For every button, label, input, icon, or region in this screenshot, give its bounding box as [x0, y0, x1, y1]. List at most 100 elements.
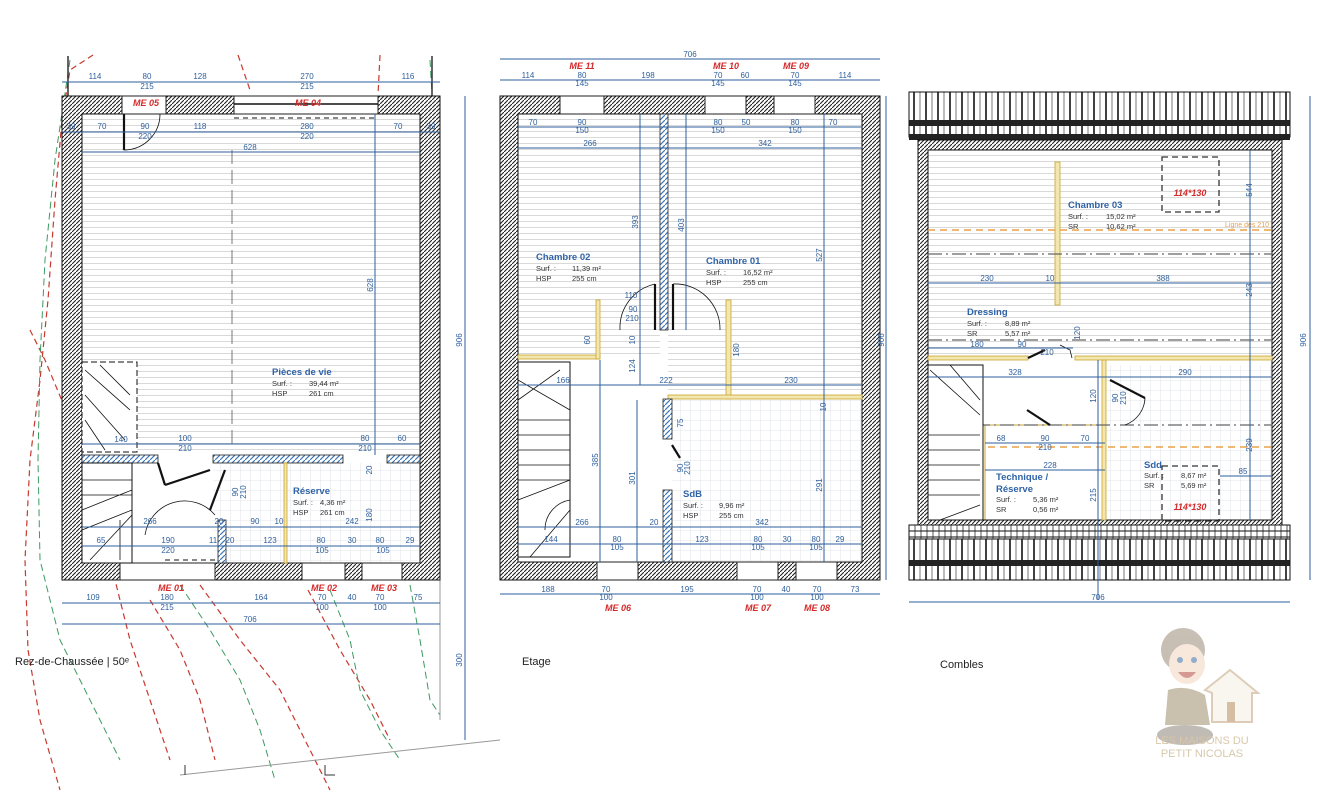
- dimension-label: 20: [365, 465, 374, 474]
- roof-band-bottom: [908, 524, 1291, 540]
- dimension-label: 100: [599, 593, 613, 602]
- dimension-label: 11: [209, 536, 218, 545]
- dimension-label: 145: [711, 79, 725, 88]
- dimension-label: 220: [161, 546, 175, 555]
- dimension-label: 210: [1119, 391, 1128, 405]
- dimension-label: 105: [315, 546, 329, 555]
- dimension-label: 210: [683, 461, 692, 475]
- plan-title-rdc: Rez-de-Chaussée | 50ᵉ: [15, 656, 129, 668]
- dimension-label: 280: [300, 122, 314, 131]
- svg-text:5,69 m²: 5,69 m²: [1181, 481, 1207, 490]
- dimension-label: 30: [783, 535, 792, 544]
- dimension-label: 70: [394, 122, 403, 131]
- plan-combles: 114*130 114*130 Ligne des 210 Chambre 03…: [908, 91, 1311, 671]
- dimension-label: 164: [254, 593, 268, 602]
- svg-text:Surf. :: Surf. :: [996, 495, 1016, 504]
- svg-text:15,02 m²: 15,02 m²: [1106, 212, 1136, 221]
- svg-text:16,52 m²: 16,52 m²: [743, 268, 773, 277]
- dimension-label: 90: [676, 463, 685, 472]
- dimension-label: 291: [815, 478, 824, 492]
- window-label: ME 11: [569, 61, 594, 71]
- window-label: ME 03: [371, 583, 397, 593]
- svg-text:Surf. :: Surf. :: [536, 264, 556, 273]
- dimension-label: 128: [193, 72, 207, 81]
- dimension-label: 70: [791, 71, 800, 80]
- ligne-210-label: Ligne des 210: [1225, 222, 1269, 229]
- svg-text:Chambre 02: Chambre 02: [536, 252, 590, 263]
- dimension-label: 110: [625, 291, 638, 300]
- dimension-label: 301: [628, 471, 637, 485]
- dimension-label: 80: [791, 118, 800, 127]
- dimension-label: 39: [67, 122, 76, 131]
- dimension-label: 145: [788, 79, 802, 88]
- svg-text:Chambre 01: Chambre 01: [706, 256, 761, 267]
- interior-wall: [659, 113, 669, 331]
- svg-text:Surf. :: Surf. :: [683, 501, 703, 510]
- dimension-label: 80: [714, 118, 723, 127]
- svg-text:Surf. :: Surf. :: [967, 319, 987, 328]
- dimension-label: 198: [641, 71, 655, 80]
- dimension-label: 100: [178, 434, 192, 443]
- dimension-label: 60: [741, 71, 750, 80]
- dimension-label: 109: [86, 593, 100, 602]
- dimension-label: 220: [300, 132, 314, 141]
- svg-text:Surf. :: Surf. :: [293, 498, 313, 507]
- dimension-label: 70: [753, 585, 762, 594]
- svg-text:11,39 m²: 11,39 m²: [572, 264, 602, 273]
- dimension-label: 243: [1245, 283, 1254, 297]
- dimension-label: 210: [239, 485, 248, 499]
- roof-band-top: [908, 91, 1291, 138]
- window-me02: [301, 562, 346, 581]
- dimension-label: 385: [591, 453, 600, 467]
- dimension-label: 30: [348, 536, 357, 545]
- dimension-label: 114: [839, 71, 852, 80]
- dimension-label: 100: [315, 603, 329, 612]
- dimension-label: 90: [629, 305, 638, 314]
- plan-title-combles: Combles: [940, 659, 984, 671]
- dimension-label: 105: [751, 543, 765, 552]
- dimension-label: 100: [810, 593, 824, 602]
- window-label: ME 07: [745, 603, 772, 613]
- terrain-lines: [24, 54, 501, 791]
- interior-wall: [386, 454, 421, 464]
- dimension-label: 239: [1245, 438, 1254, 452]
- dimension-label: 114: [89, 72, 102, 81]
- staircase: [81, 361, 138, 564]
- dimension-label: 60: [583, 335, 592, 344]
- svg-text:255 cm: 255 cm: [743, 278, 768, 287]
- dimension-label: 100: [373, 603, 387, 612]
- dimension-label: 80: [613, 535, 622, 544]
- dimension-label: 90: [1041, 434, 1050, 443]
- dimension-label: 70: [318, 593, 327, 602]
- dimension-label: 90: [231, 487, 240, 496]
- dimension-label: 706: [1091, 593, 1105, 602]
- dimension-label: 105: [809, 543, 823, 552]
- svg-text:8,67 m²: 8,67 m²: [1181, 471, 1207, 480]
- svg-text:5,57 m²: 5,57 m²: [1005, 329, 1031, 338]
- dimension-label: 270: [300, 72, 314, 81]
- dimension-label: 188: [541, 585, 555, 594]
- plan-etage: ME 11 ME 10 ME 09 ME 06 ME 07 ME 08 Cham…: [499, 58, 887, 668]
- dimension-label: 328: [1008, 368, 1022, 377]
- dimension-label: 123: [263, 536, 277, 545]
- dimension-label: 90: [578, 118, 587, 127]
- dimension-label: 140: [114, 435, 128, 444]
- dimension-label: 300: [455, 653, 464, 667]
- svg-text:Sdd: Sdd: [1144, 460, 1162, 471]
- dimension-label: 342: [755, 518, 769, 527]
- window-label: ME 06: [605, 603, 632, 613]
- window-me04: [233, 95, 379, 115]
- dimension-label: 210: [1038, 443, 1052, 452]
- dimension-label: 210: [178, 444, 192, 453]
- dimension-label: 266: [143, 517, 157, 526]
- dimension-label: 906: [1299, 333, 1308, 347]
- dimension-label: 39: [427, 122, 436, 131]
- svg-text:Réserve: Réserve: [996, 484, 1033, 495]
- svg-text:10,62 m²: 10,62 m²: [1106, 222, 1136, 231]
- dimension-label: 10: [1046, 274, 1055, 283]
